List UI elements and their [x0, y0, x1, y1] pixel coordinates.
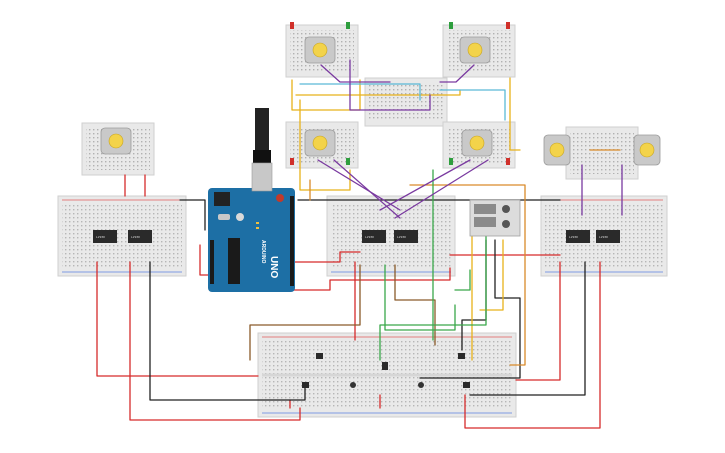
wire-brown-2[interactable] [394, 264, 436, 346]
wire-power-7[interactable] [515, 261, 561, 381]
wire-purple-5[interactable] [379, 159, 471, 211]
wire-power-3[interactable] [129, 261, 301, 421]
wire-brown-1[interactable] [249, 264, 361, 361]
driver-chip-left-1[interactable]: L293D [93, 230, 117, 243]
led-red-4[interactable] [506, 158, 510, 165]
wire-ground-2[interactable] [179, 199, 206, 231]
arduino-brand-label: ARDUINO [260, 240, 266, 263]
wire-ground-4[interactable] [419, 239, 521, 379]
driver-chip-label: L293D [131, 235, 140, 239]
pushbutton-2[interactable] [418, 382, 424, 388]
led-green-1[interactable] [346, 22, 350, 29]
wire-yellow-6[interactable] [295, 89, 461, 96]
driver-chip-right-1[interactable]: L293D [566, 230, 590, 243]
breadboard-center-driver[interactable] [326, 195, 456, 277]
led-green-2[interactable] [449, 22, 453, 29]
switch-knob-icon[interactable] [502, 220, 510, 228]
transistor-4[interactable] [463, 382, 470, 388]
breadboard-top-center[interactable] [364, 77, 448, 127]
dc-motor-far-left[interactable] [100, 127, 132, 155]
wire-green-2[interactable] [454, 269, 471, 291]
arduino-uno-board[interactable]: UNO ARDUINO [208, 108, 295, 292]
transistor-3[interactable] [302, 382, 309, 388]
dc-motor-mid-right[interactable] [461, 129, 493, 157]
driver-chip-center-2[interactable]: L293D [394, 230, 418, 243]
breadboard-bottom-large[interactable] [257, 332, 517, 418]
wire-green-4[interactable] [379, 234, 487, 361]
wire-ground-1[interactable] [149, 261, 306, 401]
usb-cable[interactable] [255, 108, 269, 163]
wire-purple-9[interactable] [349, 59, 431, 111]
wire-power-13[interactable] [269, 267, 451, 291]
driver-chip-left-2[interactable]: L293D [128, 230, 152, 243]
wire-purple-2[interactable] [439, 64, 475, 83]
dc-motor-mid-left[interactable] [304, 129, 336, 157]
transistor-2[interactable] [458, 353, 465, 359]
driver-chip-label: L293D [96, 235, 105, 239]
led-group [290, 22, 510, 165]
power-jack [214, 192, 230, 206]
wire-ground-3[interactable] [469, 261, 586, 396]
driver-chip-label: L293D [569, 235, 578, 239]
breadboard-far-right-motors[interactable] [565, 126, 639, 180]
wire-orange-2[interactable] [409, 184, 526, 366]
wire-purple-3[interactable] [317, 159, 401, 211]
wire-power-5[interactable] [269, 251, 361, 263]
switch-knob-icon[interactable] [502, 205, 510, 213]
wire-power-8[interactable] [464, 261, 601, 429]
led-green-4[interactable] [449, 158, 453, 165]
dc-motor-far-right-b[interactable] [633, 134, 661, 166]
led-red-2[interactable] [506, 22, 510, 29]
atmega-chip [228, 238, 240, 284]
transistor-1[interactable] [316, 353, 323, 359]
wire-yellow-2[interactable] [509, 77, 521, 151]
dc-motor-top-right[interactable] [459, 36, 491, 64]
driver-chip-center-1[interactable]: L293D [362, 230, 386, 243]
dc-motor-far-right-a[interactable] [543, 134, 571, 166]
pushbutton-1[interactable] [350, 382, 356, 388]
led-red-3[interactable] [290, 158, 294, 165]
dc-motor-top-left[interactable] [304, 36, 336, 64]
analog-header[interactable] [210, 240, 214, 284]
wire-cyan-2[interactable] [439, 89, 506, 121]
breadboard-left-driver[interactable] [57, 195, 187, 277]
driver-chip-label: L293D [365, 235, 374, 239]
led-green-3[interactable] [346, 158, 350, 165]
wire-green-3[interactable] [384, 264, 456, 331]
wire-yellow-5[interactable] [479, 239, 504, 311]
power-module[interactable] [469, 199, 521, 237]
reset-button[interactable] [276, 194, 284, 202]
transistor-group [302, 353, 470, 388]
led-red-1[interactable] [290, 22, 294, 29]
wire-purple-1[interactable] [320, 64, 391, 83]
driver-chip-right-2[interactable]: L293D [596, 230, 620, 243]
wire-purple-6[interactable] [394, 159, 489, 219]
wire-cyan-1[interactable] [299, 83, 421, 101]
wire-purple-4[interactable] [333, 159, 401, 219]
driver-chip-label: L293D [397, 235, 406, 239]
arduino-model-label: UNO [268, 256, 279, 278]
usb-port [251, 162, 273, 192]
digital-header[interactable] [290, 196, 294, 286]
driver-chip-label: L293D [599, 235, 608, 239]
transistor-5[interactable] [382, 362, 388, 370]
wire-power-2[interactable] [96, 261, 259, 377]
